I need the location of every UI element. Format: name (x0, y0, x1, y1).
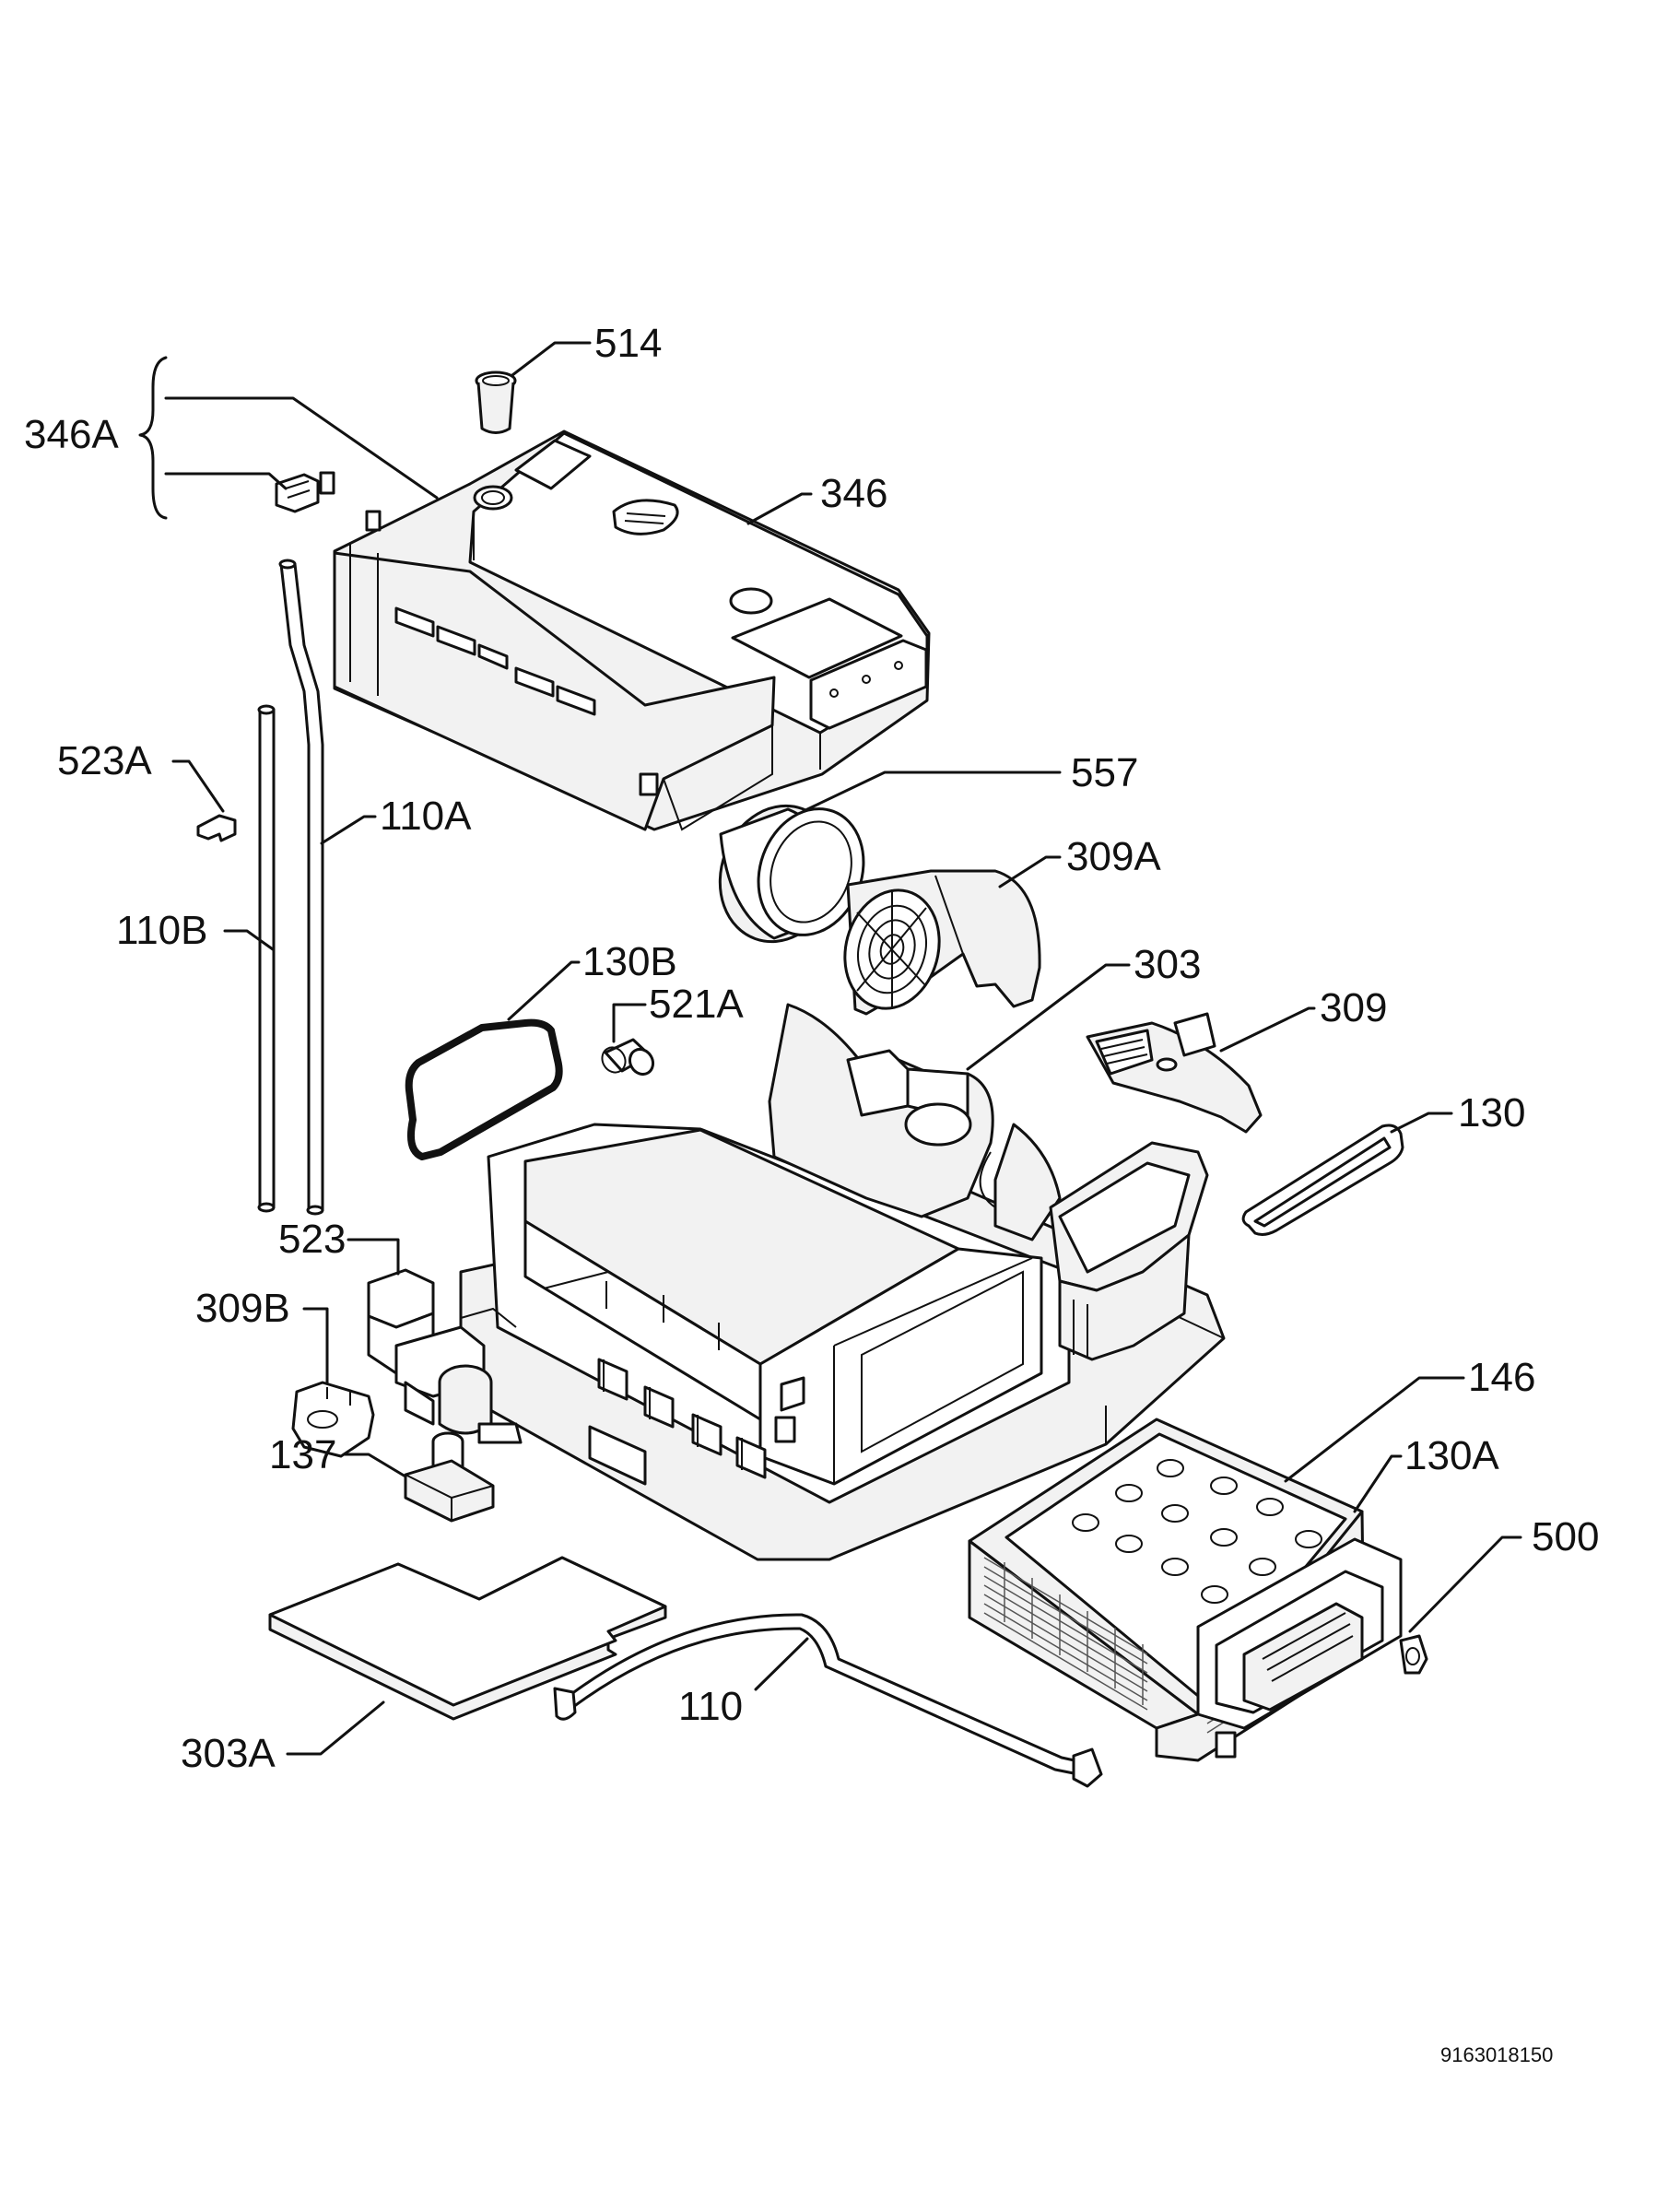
label-523a: 523A (57, 738, 152, 783)
leader-346a-lower (164, 472, 288, 490)
label-137: 137 (269, 1432, 336, 1477)
leader-303a (286, 1700, 385, 1756)
label-303: 303 (1134, 942, 1201, 987)
label-557: 557 (1071, 750, 1138, 795)
label-309a: 309A (1066, 834, 1161, 879)
part-303a-mat (268, 1556, 667, 1721)
label-110: 110 (678, 1684, 743, 1729)
part-557-ring (718, 804, 865, 944)
part-521a-sleeve (601, 1038, 655, 1077)
label-130a: 130A (1404, 1433, 1499, 1478)
part-514-cap (475, 371, 517, 434)
leader-309a (998, 855, 1062, 888)
leader-110a (320, 815, 377, 845)
label-309b: 309B (195, 1286, 290, 1331)
leader-130b (507, 960, 581, 1021)
label-523: 523 (278, 1217, 346, 1262)
label-130b: 130B (582, 939, 677, 984)
part-303-fan-housing (768, 1003, 1062, 1241)
part-346a-clip (275, 471, 335, 513)
label-346a: 346A (24, 412, 119, 457)
leader-130a (1353, 1454, 1403, 1513)
document-number: 9163018150 (1440, 2043, 1553, 2066)
part-309a-fan-cover (843, 869, 1041, 1016)
part-309-duct (1086, 1012, 1263, 1134)
brace-346a (138, 356, 168, 520)
leader-137 (343, 1453, 407, 1478)
leader-303 (966, 963, 1131, 1071)
label-346: 346 (820, 471, 887, 516)
part-137-float (404, 1431, 495, 1523)
label-309: 309 (1320, 985, 1387, 1030)
part-130-gasket (1241, 1124, 1404, 1236)
label-514: 514 (594, 321, 662, 366)
leader-110 (754, 1637, 809, 1691)
part-523-valve (367, 1268, 523, 1444)
label-110a: 110A (380, 794, 472, 839)
label-146: 146 (1468, 1355, 1535, 1400)
leader-557 (802, 771, 1062, 813)
leader-346 (746, 492, 813, 525)
part-146-condenser (968, 1418, 1403, 1762)
part-110b-tube (257, 704, 276, 1213)
label-500: 500 (1532, 1514, 1599, 1559)
leader-130 (1390, 1112, 1453, 1134)
part-110a-tube (278, 559, 324, 1216)
leader-523 (347, 1238, 400, 1276)
label-110b: 110B (116, 908, 208, 953)
part-303-base (459, 1123, 1226, 1561)
part-309b-clip (291, 1381, 375, 1458)
part-303-inlet-box (1049, 1141, 1209, 1361)
label-303a: 303A (181, 1731, 276, 1776)
leader-521a (612, 1003, 647, 1043)
label-130: 130 (1458, 1090, 1525, 1135)
part-500-latch (1399, 1634, 1428, 1675)
part-523a-clip (196, 814, 237, 842)
leader-110b (223, 929, 275, 951)
part-130b-gasket (405, 1018, 563, 1160)
condenser-holes (1072, 1459, 1322, 1604)
leader-523a (171, 759, 225, 813)
leader-500 (1408, 1535, 1522, 1633)
part-346-housing (333, 429, 931, 831)
condenser-fins-left (983, 1557, 1148, 1711)
label-521a: 521A (649, 982, 744, 1027)
leader-514 (511, 341, 592, 377)
part-110-hose (553, 1613, 1103, 1788)
leader-309 (1219, 1006, 1316, 1053)
leader-346a-upper (164, 396, 439, 500)
leader-146 (1284, 1376, 1465, 1483)
leader-309b (302, 1307, 329, 1384)
